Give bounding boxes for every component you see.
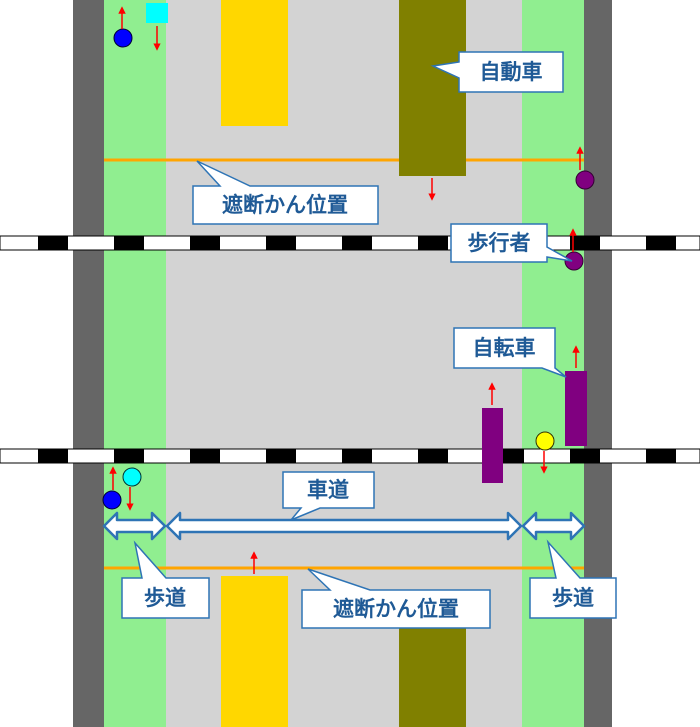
left-road-edge [73, 0, 104, 727]
rail-tie [342, 449, 372, 463]
callout-barrier-top: 遮断かん位置 [192, 160, 379, 225]
label-roadway: 車道 [307, 478, 349, 502]
rail-tie [418, 236, 448, 250]
callout-pedestrian: 歩行者 [450, 223, 573, 263]
pedestrian-blue-top [113, 28, 133, 48]
callout-sidewalk-right: 歩道 [529, 539, 617, 619]
callout-car: 自動車 [430, 51, 564, 93]
label-car: 自動車 [480, 60, 543, 84]
label-sidewalk-left: 歩道 [144, 586, 186, 610]
pedestrian-purple-mid [564, 251, 584, 271]
label-barrier-top: 遮断かん位置 [222, 193, 348, 217]
rail-tie [266, 236, 296, 250]
railway-track-upper [0, 235, 700, 251]
rail-tie [570, 236, 600, 250]
label-sidewalk-right: 歩道 [552, 586, 594, 610]
pedestrian-blue-bottom [102, 490, 122, 510]
rail-tie [190, 449, 220, 463]
rail-tie [266, 449, 296, 463]
callout-roadway: 車道 [282, 471, 375, 521]
pedestrian-cyan [122, 467, 142, 487]
rail-tie [418, 449, 448, 463]
car-olive-bottom [399, 627, 466, 727]
rail-tie [190, 236, 220, 250]
label-pedestrian: 歩行者 [468, 231, 531, 255]
rail-tie [114, 236, 144, 250]
rail-tie [38, 449, 68, 463]
label-barrier-bottom: 遮断かん位置 [333, 597, 459, 621]
callout-sidewalk-left: 歩道 [121, 540, 210, 619]
direction-arrow-icon [109, 6, 584, 574]
rail-tie [646, 236, 676, 250]
pedestrian-yellow [535, 431, 555, 451]
bicycle-left [482, 408, 503, 483]
rail-tie [342, 236, 372, 250]
label-bicycle: 自転車 [473, 336, 536, 360]
car-yellow-bottom [221, 576, 288, 727]
rail-tie [38, 236, 68, 250]
rail-tie [570, 449, 600, 463]
rail-tie [114, 449, 144, 463]
width-dimension-arrow-icon [102, 511, 586, 541]
railway-track-lower [0, 448, 700, 464]
callout-bicycle: 自転車 [453, 327, 567, 378]
rail-tie [646, 449, 676, 463]
pedestrian-purple-top [575, 170, 595, 190]
car-yellow-top [221, 0, 288, 126]
callout-barrier-bottom: 遮断かん位置 [301, 568, 491, 629]
car-olive-top [399, 0, 466, 176]
bicycle-right [565, 371, 587, 446]
pedestrian-cyan-square [146, 3, 168, 23]
